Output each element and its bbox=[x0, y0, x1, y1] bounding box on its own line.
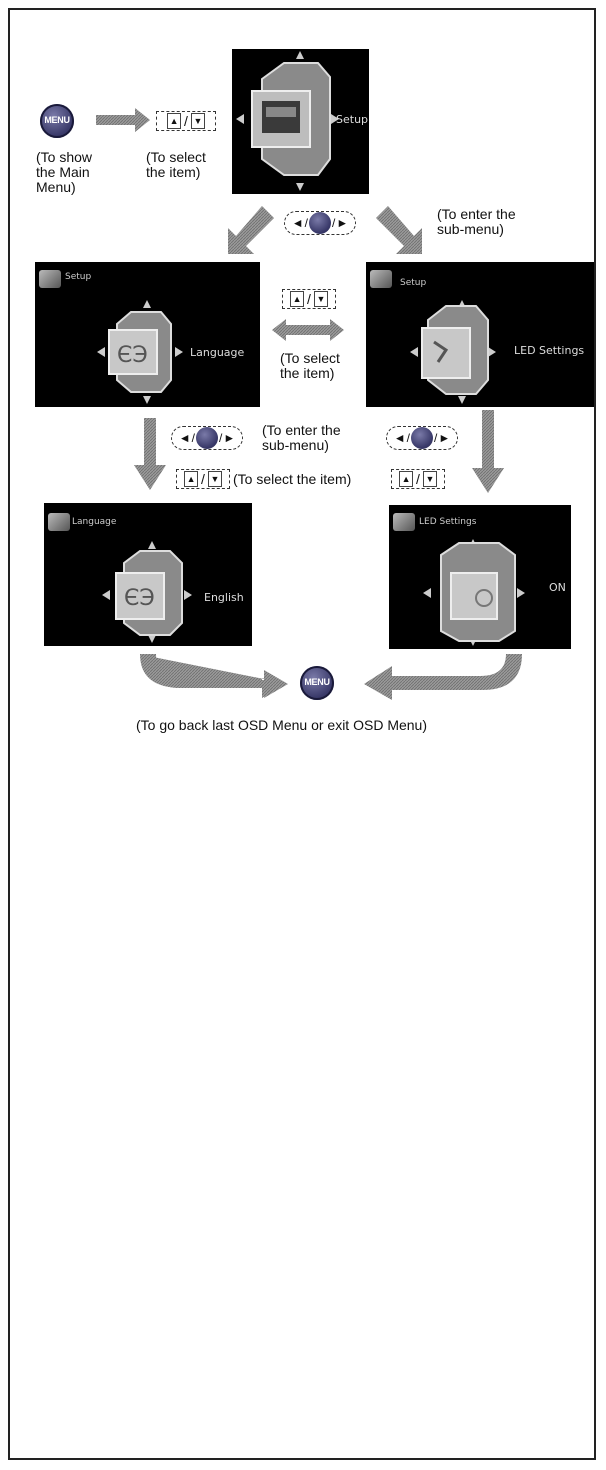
key-separator: / bbox=[307, 291, 311, 307]
led-settings-label: LED Settings bbox=[514, 344, 585, 357]
language-label: Language bbox=[190, 346, 245, 359]
arrow-diag-left bbox=[228, 206, 274, 254]
osd-screen-english: Language ЄЭ English bbox=[44, 503, 252, 646]
caption-show-main-menu: (To show the Main Menu) bbox=[36, 149, 93, 195]
enter-keys-right[interactable]: ◄ / / ► bbox=[386, 426, 458, 450]
key-separator: / bbox=[406, 431, 410, 445]
enter-button-icon bbox=[411, 427, 433, 449]
key-separator: / bbox=[332, 216, 336, 230]
svg-text:ЄЭ: ЄЭ bbox=[124, 586, 155, 611]
key-separator: / bbox=[184, 113, 188, 129]
osd-screen-led-settings: Setup LED Settings bbox=[366, 262, 594, 407]
osd-screen-language: Setup ЄЭ Language bbox=[35, 262, 260, 407]
select-keys-mid[interactable]: ▲ / ▼ bbox=[282, 289, 336, 309]
down-key-icon: ▼ bbox=[207, 471, 222, 487]
key-separator: / bbox=[304, 216, 308, 230]
down-key-icon: ▼ bbox=[190, 113, 205, 129]
select-keys-low-right[interactable]: ▲ / ▼ bbox=[391, 469, 445, 489]
language-mini-icon bbox=[48, 513, 70, 531]
arrow-down-right bbox=[472, 410, 504, 493]
menu-button-label: MENU bbox=[44, 115, 70, 125]
setup-hexagon-icon bbox=[236, 51, 339, 191]
enter-button-icon bbox=[196, 427, 218, 449]
arrow-return-right bbox=[364, 654, 522, 700]
osd-screen-setup: Setup bbox=[232, 49, 369, 194]
enter-keys-left[interactable]: ◄ / / ► bbox=[171, 426, 243, 450]
left-key-icon: ◄ bbox=[291, 216, 304, 230]
english-label: English bbox=[204, 591, 244, 604]
up-key-icon: ▲ bbox=[167, 113, 182, 129]
arrow-diag-right bbox=[376, 206, 422, 254]
key-separator: / bbox=[416, 471, 420, 487]
led-hexagon-icon bbox=[410, 300, 496, 404]
english-screen-header: Language bbox=[72, 517, 117, 527]
on-hexagon-icon bbox=[423, 539, 525, 646]
page-frame bbox=[8, 8, 596, 1460]
arrow-menu-to-select bbox=[96, 108, 150, 132]
svg-text:ЄЭ: ЄЭ bbox=[117, 343, 148, 368]
right-key-icon: ► bbox=[336, 216, 349, 230]
down-key-icon: ▼ bbox=[422, 471, 437, 487]
right-key-icon: ► bbox=[223, 431, 236, 445]
led-screen-header: Setup bbox=[400, 278, 427, 288]
arrow-down-left bbox=[134, 418, 166, 490]
enter-keys-top[interactable]: ◄ / / ► bbox=[284, 211, 356, 235]
osd-screen-on: LED Settings ON bbox=[389, 505, 571, 649]
arrow-double bbox=[272, 319, 344, 341]
left-key-icon: ◄ bbox=[393, 431, 406, 445]
left-key-icon: ◄ bbox=[178, 431, 191, 445]
caption-select-item-top: (To select the item) bbox=[146, 149, 206, 180]
on-screen-header: LED Settings bbox=[419, 517, 477, 527]
select-keys-top[interactable]: ▲ / ▼ bbox=[156, 111, 216, 131]
right-key-icon: ► bbox=[438, 431, 451, 445]
language-screen-header: Setup bbox=[65, 272, 92, 282]
key-separator: / bbox=[191, 431, 195, 445]
key-separator: / bbox=[219, 431, 223, 445]
key-separator: / bbox=[434, 431, 438, 445]
caption-enter-submenu-top: (To enter the sub-menu) bbox=[437, 206, 516, 237]
menu-button-bottom[interactable]: MENU bbox=[300, 666, 334, 700]
setup-label: Setup bbox=[336, 113, 369, 126]
setup-mini-icon bbox=[370, 270, 392, 288]
select-keys-low-left[interactable]: ▲ / ▼ bbox=[176, 469, 230, 489]
setup-mini-icon bbox=[39, 270, 61, 288]
arrow-return-left bbox=[148, 656, 284, 698]
english-hexagon-icon: ЄЭ bbox=[102, 541, 192, 643]
caption-select-item-mid: (To select the item) bbox=[280, 350, 340, 381]
caption-select-item-low: (To select the item) bbox=[233, 471, 352, 487]
menu-button-top[interactable]: MENU bbox=[40, 104, 74, 138]
key-separator: / bbox=[201, 471, 205, 487]
menu-button-label: MENU bbox=[304, 677, 330, 687]
up-key-icon: ▲ bbox=[184, 471, 199, 487]
caption-go-back: (To go back last OSD Menu or exit OSD Me… bbox=[136, 717, 427, 733]
up-key-icon: ▲ bbox=[399, 471, 414, 487]
up-key-icon: ▲ bbox=[290, 291, 305, 307]
on-label: ON bbox=[549, 581, 566, 594]
caption-enter-submenu-mid: (To enter the sub-menu) bbox=[262, 422, 341, 453]
down-key-icon: ▼ bbox=[313, 291, 328, 307]
enter-button-icon bbox=[309, 212, 331, 234]
led-mini-icon bbox=[393, 513, 415, 531]
language-hexagon-icon: ЄЭ bbox=[97, 300, 183, 404]
